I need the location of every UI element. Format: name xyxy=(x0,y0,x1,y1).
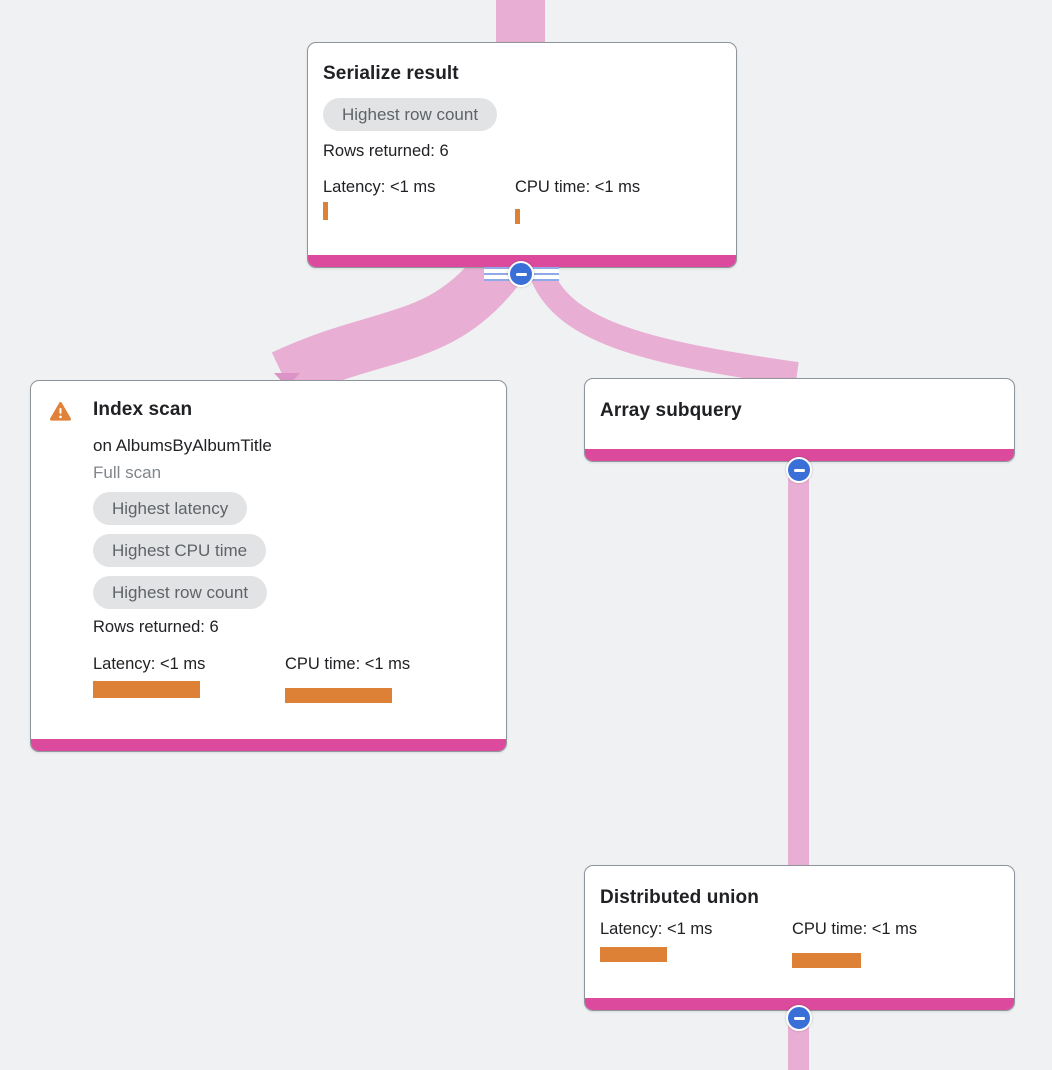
collapse-button-serialize-result[interactable] xyxy=(508,261,534,287)
node-accent-bar xyxy=(31,739,506,751)
latency-label: Latency: <1 ms xyxy=(323,178,436,196)
node-title: Serialize result xyxy=(323,63,459,84)
plan-node-index-scan[interactable]: Index scan on AlbumsByAlbumTitle Full sc… xyxy=(30,380,507,752)
edge-array-subquery-to-distributed-union xyxy=(788,455,809,867)
warning-icon xyxy=(49,401,72,427)
plan-node-array-subquery[interactable]: Array subquery xyxy=(584,378,1015,462)
node-title: Array subquery xyxy=(600,400,742,421)
scan-type-text: Full scan xyxy=(93,463,162,482)
badge-highest-row-count: Highest row count xyxy=(93,576,268,609)
latency-label: Latency: <1 ms xyxy=(93,655,206,673)
node-accent-bar xyxy=(585,449,1014,461)
cpu-time-metric: CPU time: <1 ms xyxy=(792,919,984,968)
minus-icon xyxy=(793,468,805,472)
minus-icon xyxy=(515,272,527,276)
cpu-time-label: CPU time: <1 ms xyxy=(792,920,918,938)
latency-metric: Latency: <1 ms xyxy=(600,919,792,968)
node-title: Distributed union xyxy=(600,887,759,908)
node-accent-bar xyxy=(585,998,1014,1010)
scan-target-text: on AlbumsByAlbumTitle xyxy=(93,436,272,455)
latency-metric: Latency: <1 ms xyxy=(323,177,515,224)
cpu-time-bar xyxy=(792,953,861,968)
collapse-button-distributed-union[interactable] xyxy=(786,1005,812,1031)
minus-icon xyxy=(793,1016,805,1020)
badge-list: Highest latency Highest CPU time Highest… xyxy=(93,492,477,609)
latency-bar xyxy=(323,202,328,220)
cpu-time-metric: CPU time: <1 ms xyxy=(285,654,477,703)
latency-metric: Latency: <1 ms xyxy=(93,654,285,703)
badge-highest-row-count: Highest row count xyxy=(323,98,498,131)
badge-highest-latency: Highest latency xyxy=(93,492,248,525)
node-title: Index scan xyxy=(93,399,193,420)
latency-bar xyxy=(93,681,200,698)
plan-node-distributed-union[interactable]: Distributed union Latency: <1 ms CPU tim… xyxy=(584,865,1015,1011)
cpu-time-bar xyxy=(515,209,520,224)
plan-node-serialize-result[interactable]: Serialize result Highest row count Rows … xyxy=(307,42,737,268)
edge-serialize-to-index-scan xyxy=(271,251,520,400)
latency-bar xyxy=(600,947,667,962)
cpu-time-label: CPU time: <1 ms xyxy=(285,655,411,673)
rows-returned-text: Rows returned: 6 xyxy=(93,618,219,636)
latency-label: Latency: <1 ms xyxy=(600,920,713,938)
edge-into-serialize-result xyxy=(496,0,545,44)
badge-highest-cpu-time: Highest CPU time xyxy=(93,534,267,567)
cpu-time-metric: CPU time: <1 ms xyxy=(515,177,707,224)
cpu-time-bar xyxy=(285,688,392,703)
cpu-time-label: CPU time: <1 ms xyxy=(515,178,641,196)
edge-serialize-to-array-subquery xyxy=(528,265,799,386)
rows-returned-text: Rows returned: 6 xyxy=(323,142,449,160)
collapse-button-array-subquery[interactable] xyxy=(786,457,812,483)
